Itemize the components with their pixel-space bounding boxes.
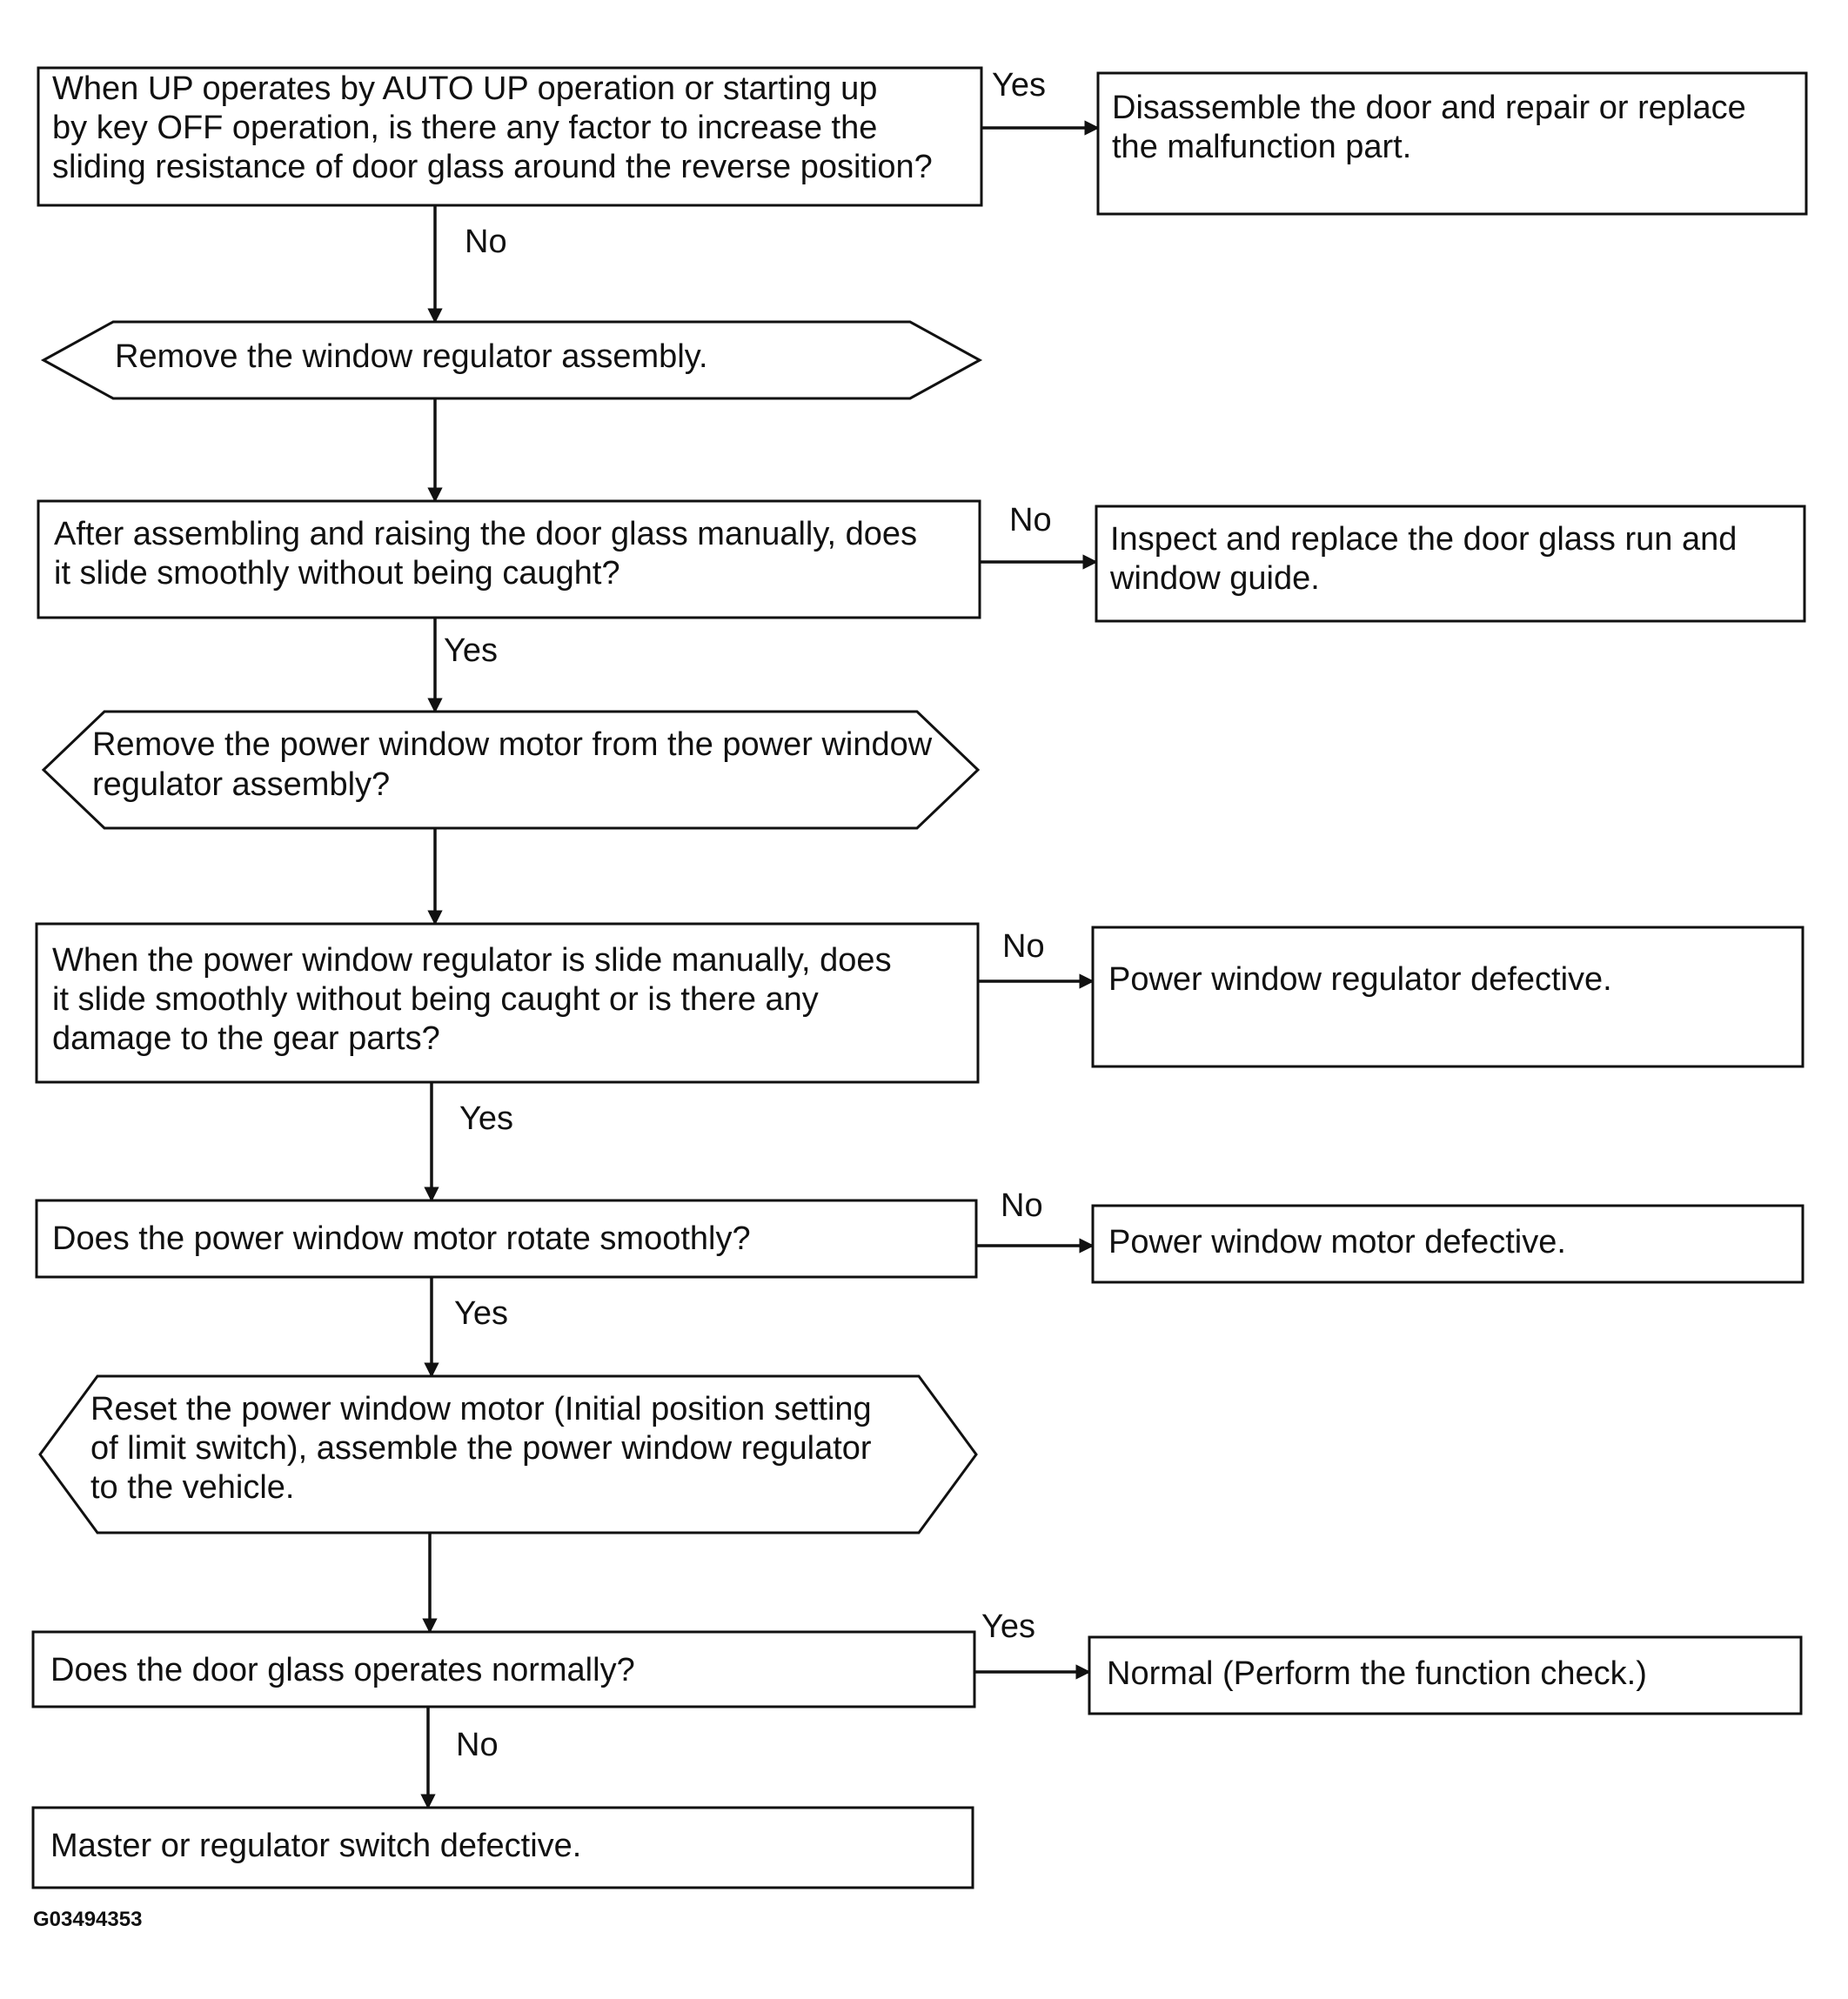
process-box bbox=[1091, 1204, 1804, 1284]
process-box bbox=[31, 1806, 974, 1889]
process-box bbox=[35, 1199, 978, 1279]
node-text-line: Disassemble the door and repair or repla… bbox=[1112, 90, 1746, 126]
edge-label-yes: Yes bbox=[992, 67, 1046, 104]
edge-q_regulator_slide-to-r_regulator_defective: No bbox=[978, 928, 1095, 989]
node-text-line: window guide. bbox=[1109, 560, 1320, 597]
process-box bbox=[1095, 505, 1806, 623]
node-q-motor-rotate: Does the power window motor rotate smoot… bbox=[35, 1199, 978, 1279]
node-r-switch-defective: Master or regulator switch defective. bbox=[31, 1806, 974, 1889]
process-box bbox=[1088, 1635, 1803, 1715]
process-hexagon bbox=[38, 1374, 978, 1534]
edge-label-yes: Yes bbox=[444, 632, 498, 669]
node-q-glass-normal: Does the door glass operates normally? bbox=[31, 1630, 976, 1708]
node-text-line: Power window regulator defective. bbox=[1108, 961, 1612, 998]
node-text-line: Normal (Perform the function check.) bbox=[1107, 1655, 1647, 1692]
edge-label-yes: Yes bbox=[981, 1608, 1035, 1645]
node-r-normal: Normal (Perform the function check.) bbox=[1088, 1635, 1803, 1715]
node-text-line: Remove the power window motor from the p… bbox=[92, 726, 933, 763]
node-text-line: damage to the gear parts? bbox=[52, 1020, 440, 1057]
node-s-remove-regulator: Remove the window regulator assembly. bbox=[40, 320, 983, 400]
edge-label-no: No bbox=[465, 224, 507, 260]
edge-label-no: No bbox=[1009, 502, 1052, 538]
node-text-line: Does the door glass operates normally? bbox=[50, 1652, 635, 1688]
edge-label-no: No bbox=[456, 1727, 499, 1763]
node-s-remove-motor: Remove the power window motor from the p… bbox=[41, 710, 981, 830]
node-text-line: Does the power window motor rotate smoot… bbox=[52, 1220, 751, 1257]
edge-q_glass_slide-to-r_glass_run: No bbox=[980, 502, 1098, 570]
edge-label-yes: Yes bbox=[459, 1100, 513, 1137]
node-text-line: Reset the power window motor (Initial po… bbox=[90, 1391, 872, 1427]
node-text-line: regulator assembly? bbox=[92, 766, 390, 803]
edge-q_glass_normal-to-r_switch_defective: No bbox=[420, 1707, 499, 1809]
node-text-line: to the vehicle. bbox=[90, 1469, 294, 1506]
node-text-line: of limit switch), assemble the power win… bbox=[90, 1430, 872, 1467]
edge-label-yes: Yes bbox=[454, 1295, 508, 1332]
process-box bbox=[1096, 71, 1808, 216]
figure-id: G03494353 bbox=[33, 1908, 142, 1931]
process-box bbox=[37, 66, 983, 207]
node-text-line: Remove the window regulator assembly. bbox=[115, 338, 708, 375]
process-box bbox=[37, 499, 981, 619]
process-hexagon bbox=[40, 320, 983, 400]
nodes-layer: When UP operates by AUTO UP operation or… bbox=[31, 66, 1808, 1889]
node-text-line: When the power window regulator is slide… bbox=[52, 942, 892, 979]
edge-label-no: No bbox=[1001, 1187, 1043, 1224]
edge-q_glass_slide-to-s_remove_motor: Yes bbox=[427, 618, 498, 713]
process-box bbox=[31, 1630, 976, 1708]
node-q-regulator-slide: When the power window regulator is slide… bbox=[35, 922, 980, 1084]
node-q-auto-up: When UP operates by AUTO UP operation or… bbox=[37, 66, 983, 207]
node-text-line: it slide smoothly without being caught o… bbox=[52, 981, 819, 1018]
node-text-line: it slide smoothly without being caught? bbox=[54, 555, 620, 592]
node-r-disassemble: Disassemble the door and repair or repla… bbox=[1096, 71, 1808, 216]
node-text-line: by key OFF operation, is there any facto… bbox=[52, 110, 877, 146]
node-r-motor-defective: Power window motor defective. bbox=[1091, 1204, 1804, 1284]
node-r-regulator-defective: Power window regulator defective. bbox=[1091, 926, 1804, 1068]
edge-label-no: No bbox=[1002, 928, 1045, 965]
node-text-line: Inspect and replace the door glass run a… bbox=[1110, 521, 1737, 558]
edge-q_motor_rotate-to-s_reset_motor: Yes bbox=[424, 1277, 508, 1378]
edge-q_regulator_slide-to-q_motor_rotate: Yes bbox=[424, 1082, 513, 1202]
node-text-line: the malfunction part. bbox=[1112, 129, 1411, 165]
node-r-glass-run: Inspect and replace the door glass run a… bbox=[1095, 505, 1806, 623]
node-text-line: Master or regulator switch defective. bbox=[50, 1828, 581, 1864]
edge-q_glass_normal-to-r_normal: Yes bbox=[974, 1608, 1091, 1680]
edge-q_auto_up-to-r_disassemble: Yes bbox=[981, 67, 1100, 136]
node-text-line: After assembling and raising the door gl… bbox=[54, 516, 917, 552]
edge-q_auto_up-to-s_remove_regulator: No bbox=[427, 205, 507, 324]
node-text-line: sliding resistance of door glass around … bbox=[52, 149, 933, 185]
node-text-line: When UP operates by AUTO UP operation or… bbox=[52, 70, 877, 107]
node-q-glass-slide: After assembling and raising the door gl… bbox=[37, 499, 981, 619]
node-text-line: Power window motor defective. bbox=[1108, 1224, 1566, 1260]
process-hexagon bbox=[41, 710, 981, 830]
process-box bbox=[1091, 926, 1804, 1068]
edge-q_motor_rotate-to-r_motor_defective: No bbox=[976, 1187, 1095, 1254]
node-s-reset-motor: Reset the power window motor (Initial po… bbox=[38, 1374, 978, 1534]
process-box bbox=[35, 922, 980, 1084]
